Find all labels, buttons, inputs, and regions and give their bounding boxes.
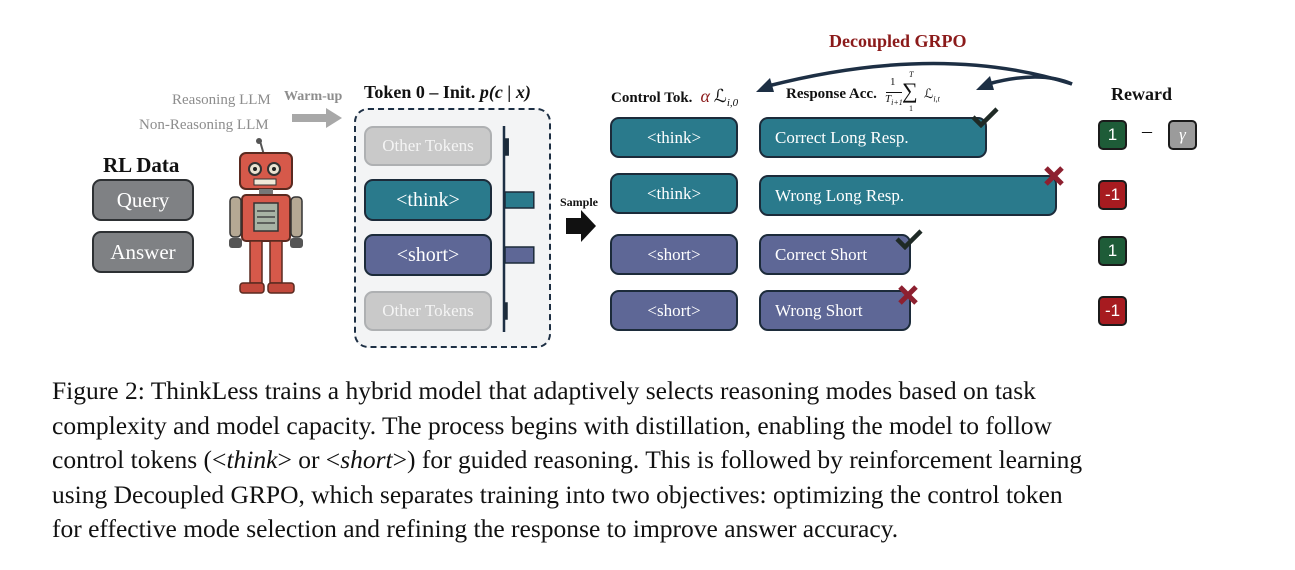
response-acc-sum-bottom: 1 (909, 104, 913, 113)
cross-icon (1044, 166, 1064, 186)
sample-arrow-icon (566, 210, 596, 242)
response-row3: Correct Short (759, 234, 911, 275)
probability-bar (504, 246, 535, 264)
reasoning-llm-label: Reasoning LLM (172, 92, 271, 108)
token-option-short: <short> (364, 234, 492, 276)
response-row1: Correct Long Resp. (759, 117, 987, 158)
response-acc-frac-num: 1 (890, 76, 896, 88)
probability-bar (504, 191, 535, 209)
response-acc-loss-sub: i,t (933, 94, 940, 104)
warmup-arrow-icon (292, 108, 342, 128)
reward-row2: -1 (1098, 180, 1127, 210)
token0-formula: p(c | x) (479, 82, 531, 102)
response-acc-header: Response Acc. 1 Ti+1 T ∑ 1 ℒi,t (786, 70, 976, 118)
caption-text: control tokens (< (52, 445, 227, 474)
check-icon (895, 229, 923, 250)
decoupled-grpo-label: Decoupled GRPO (829, 31, 967, 51)
non-reasoning-llm-label: Non-Reasoning LLM (139, 117, 269, 133)
caption-short: short (340, 445, 393, 474)
robot-icon (229, 138, 303, 294)
control-token-row4: <short> (610, 290, 738, 331)
control-tok-alpha: α (700, 86, 710, 106)
cross-icon (898, 285, 918, 305)
probability-bar (504, 302, 508, 320)
caption-line: complexity and model capacity. The proce… (52, 410, 1052, 440)
response-acc-frac-bar (886, 92, 902, 93)
sample-label: Sample (560, 195, 599, 209)
response-acc-frac-den-t: T (885, 93, 892, 105)
answer-box: Answer (92, 231, 194, 273)
control-token-row1: <think> (610, 117, 738, 158)
response-acc-frac-den-sub: i+1 (891, 98, 903, 108)
warmup-label: Warm-up (284, 89, 343, 104)
caption-line: Figure 2: ThinkLess trains a hybrid mode… (52, 376, 1036, 405)
control-tok-loss: ℒ (713, 86, 727, 106)
caption-text: >) for guided reasoning. This is followe… (392, 445, 1083, 474)
caption-line: control tokens (<think> or <short>) for … (52, 443, 1244, 478)
token0-title: Token 0 – Init. p(c | x) (364, 82, 531, 103)
response-acc-loss-l: ℒ (924, 86, 934, 101)
response-acc-frac-den: Ti+1 (885, 93, 903, 107)
caption-line: using Decoupled GRPO, which separates tr… (52, 479, 1063, 509)
caption-think: think (226, 445, 278, 474)
query-box: Query (92, 179, 194, 221)
reward-row4: -1 (1098, 296, 1127, 326)
token-probability-bars (502, 126, 535, 332)
control-tok-header: Control Tok. α ℒi,0 (611, 86, 738, 109)
token0-title-text: Token 0 – Init. (364, 82, 476, 102)
response-acc-sum-icon: ∑ (902, 78, 918, 103)
response-acc-sum-top: T (909, 70, 914, 79)
reward-row1: 1 (1098, 120, 1127, 150)
caption-line: for effective mode selection and refinin… (52, 514, 899, 543)
check-icon (971, 107, 999, 128)
response-row2: Wrong Long Resp. (759, 175, 1057, 216)
grpo-curved-arrows-icon (756, 61, 1073, 92)
token-option-think: <think> (364, 179, 492, 221)
reward-title: Reward (1111, 84, 1172, 104)
gamma-penalty-box: γ (1168, 120, 1197, 150)
control-tok-loss-sub: i,0 (726, 97, 739, 110)
control-tok-label: Control Tok. (611, 90, 693, 106)
response-acc-loss: ℒi,t (924, 86, 940, 104)
token-option-other-bottom: Other Tokens (364, 291, 492, 331)
response-row4: Wrong Short (759, 290, 911, 331)
probability-bar (504, 138, 509, 156)
caption-text: > or < (277, 445, 341, 474)
control-token-row2: <think> (610, 173, 738, 214)
rl-data-title: RL Data (103, 153, 180, 177)
control-token-row3: <short> (610, 234, 738, 275)
reward-minus-row1: – (1142, 120, 1152, 142)
figure-caption: Figure 2: ThinkLess trains a hybrid mode… (52, 374, 1244, 547)
response-acc-label: Response Acc. (786, 86, 877, 102)
token-option-other-top: Other Tokens (364, 126, 492, 166)
reward-row3: 1 (1098, 236, 1127, 266)
